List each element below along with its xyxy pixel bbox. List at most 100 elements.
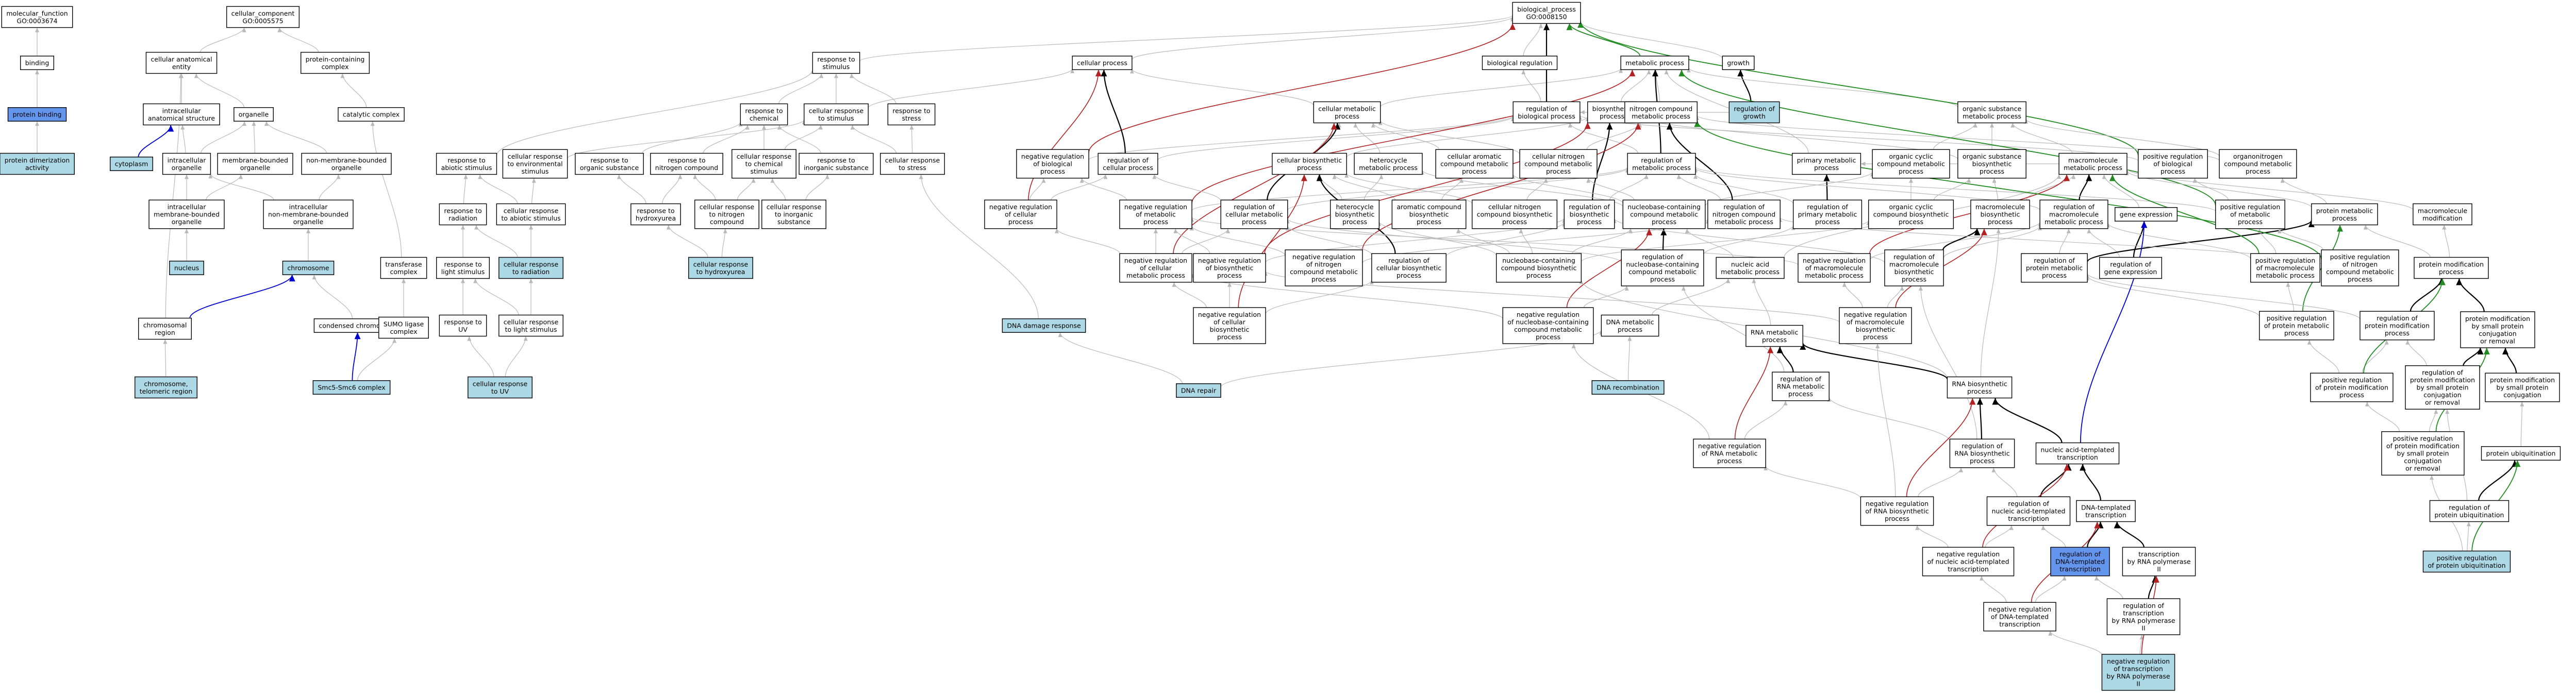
node-box [1285,249,1363,286]
node-label-line: compound metabolic [1290,268,1358,276]
node-label-line: nucleus [174,264,199,272]
node-label-line: condensed chromosome [319,322,398,330]
node-box [1391,199,1467,229]
node-label-line: intracellular [162,107,202,114]
relation-edge [1942,228,1981,250]
node-label-line: of nucleobase-containing [1507,318,1589,326]
node-label-line: cellular biosynthetic [1277,156,1342,164]
node-label-line: transcription [1999,620,2040,628]
node-box [1098,152,1158,175]
is-a-edge [467,336,494,377]
node-label: binding [25,59,49,67]
node-box [2422,550,2511,573]
node-label-line: of RNA biosynthetic [1865,507,1929,515]
is-a-edge [805,174,829,200]
node-box [2058,152,2128,175]
node-box [1329,199,1380,229]
node-label-line: negative regulation [1124,203,1187,211]
is-a-edge [1933,123,1977,150]
node-label-line: nucleobase-containing [1627,203,1701,211]
node-label-line: cellular biosynthetic [1376,264,1441,272]
is-a-edge [1173,228,1210,254]
node-label-line: response to [444,260,481,268]
node-label-line: process [1417,218,1441,226]
node-label-line: organelle [239,111,269,118]
node-label-line: hydroxyurea [636,214,676,222]
is-a-edge [370,121,402,258]
relation-edge [1566,23,1641,57]
node-label-line: of protein modification [2315,384,2388,392]
is-a-edge [1764,465,1861,499]
node-box [378,316,429,339]
go-term-node: growth [1722,56,1755,70]
node-label-line: cytoplasm [115,160,148,168]
is-a-edge [2139,634,2144,655]
node-label-line: process [1988,218,2013,226]
is-a-edge [2085,273,2361,320]
node-label-line: chromosome [287,264,329,272]
node-box [436,257,490,279]
node-box [887,103,936,126]
node-label-line: positive regulation [2267,314,2327,322]
is-a-edge [693,174,716,200]
go-term-node: chromosome,telomeric region [135,376,197,399]
relation-edge [352,332,361,381]
node-label-line: anatomical structure [148,114,215,122]
node-label-line: compound metabolic [1877,160,1945,168]
is-a-edge [1191,167,1630,211]
is-a-edge [1687,67,1958,108]
node-label-line: biosynthetic [1210,326,1250,333]
node-label-line: transcription [2059,565,2101,573]
is-a-edge [784,125,823,150]
node-label-line: process [1899,218,1923,226]
is-a-edge [617,174,646,204]
node-box [1791,152,1862,175]
node-box [2429,500,2509,522]
node-label-line: Smc5-Smc6 complex [318,384,385,392]
node-label-line: compound metabolic [2326,268,2394,276]
node-label-line: GO:0003674 [16,17,57,25]
node-label-line: process [2385,329,2409,337]
node-label-line: of biosynthetic [1206,264,1254,272]
node-label-line: transferase [385,260,422,268]
is-a-edge [661,174,683,204]
node-label-line: to radiation [512,268,550,276]
node-label-line: cellular metabolic [1225,211,1283,218]
node-label-line: to inorganic [775,211,813,218]
node-label-line: nucleobase-containing [1502,257,1575,264]
is-a-edge [1190,226,1286,256]
node-box [1495,253,1582,283]
node-label-line: metabolic process [1963,112,2021,120]
node-label-line: process [1899,167,1923,175]
node-label-line: of RNA metabolic [1702,450,1758,457]
relation-edge [1734,346,1774,439]
node-label-line: aromatic compound [1397,203,1461,211]
node-label-line: by small protein [2416,384,2468,392]
node-box [1502,307,1594,344]
node-box [1839,307,1912,344]
